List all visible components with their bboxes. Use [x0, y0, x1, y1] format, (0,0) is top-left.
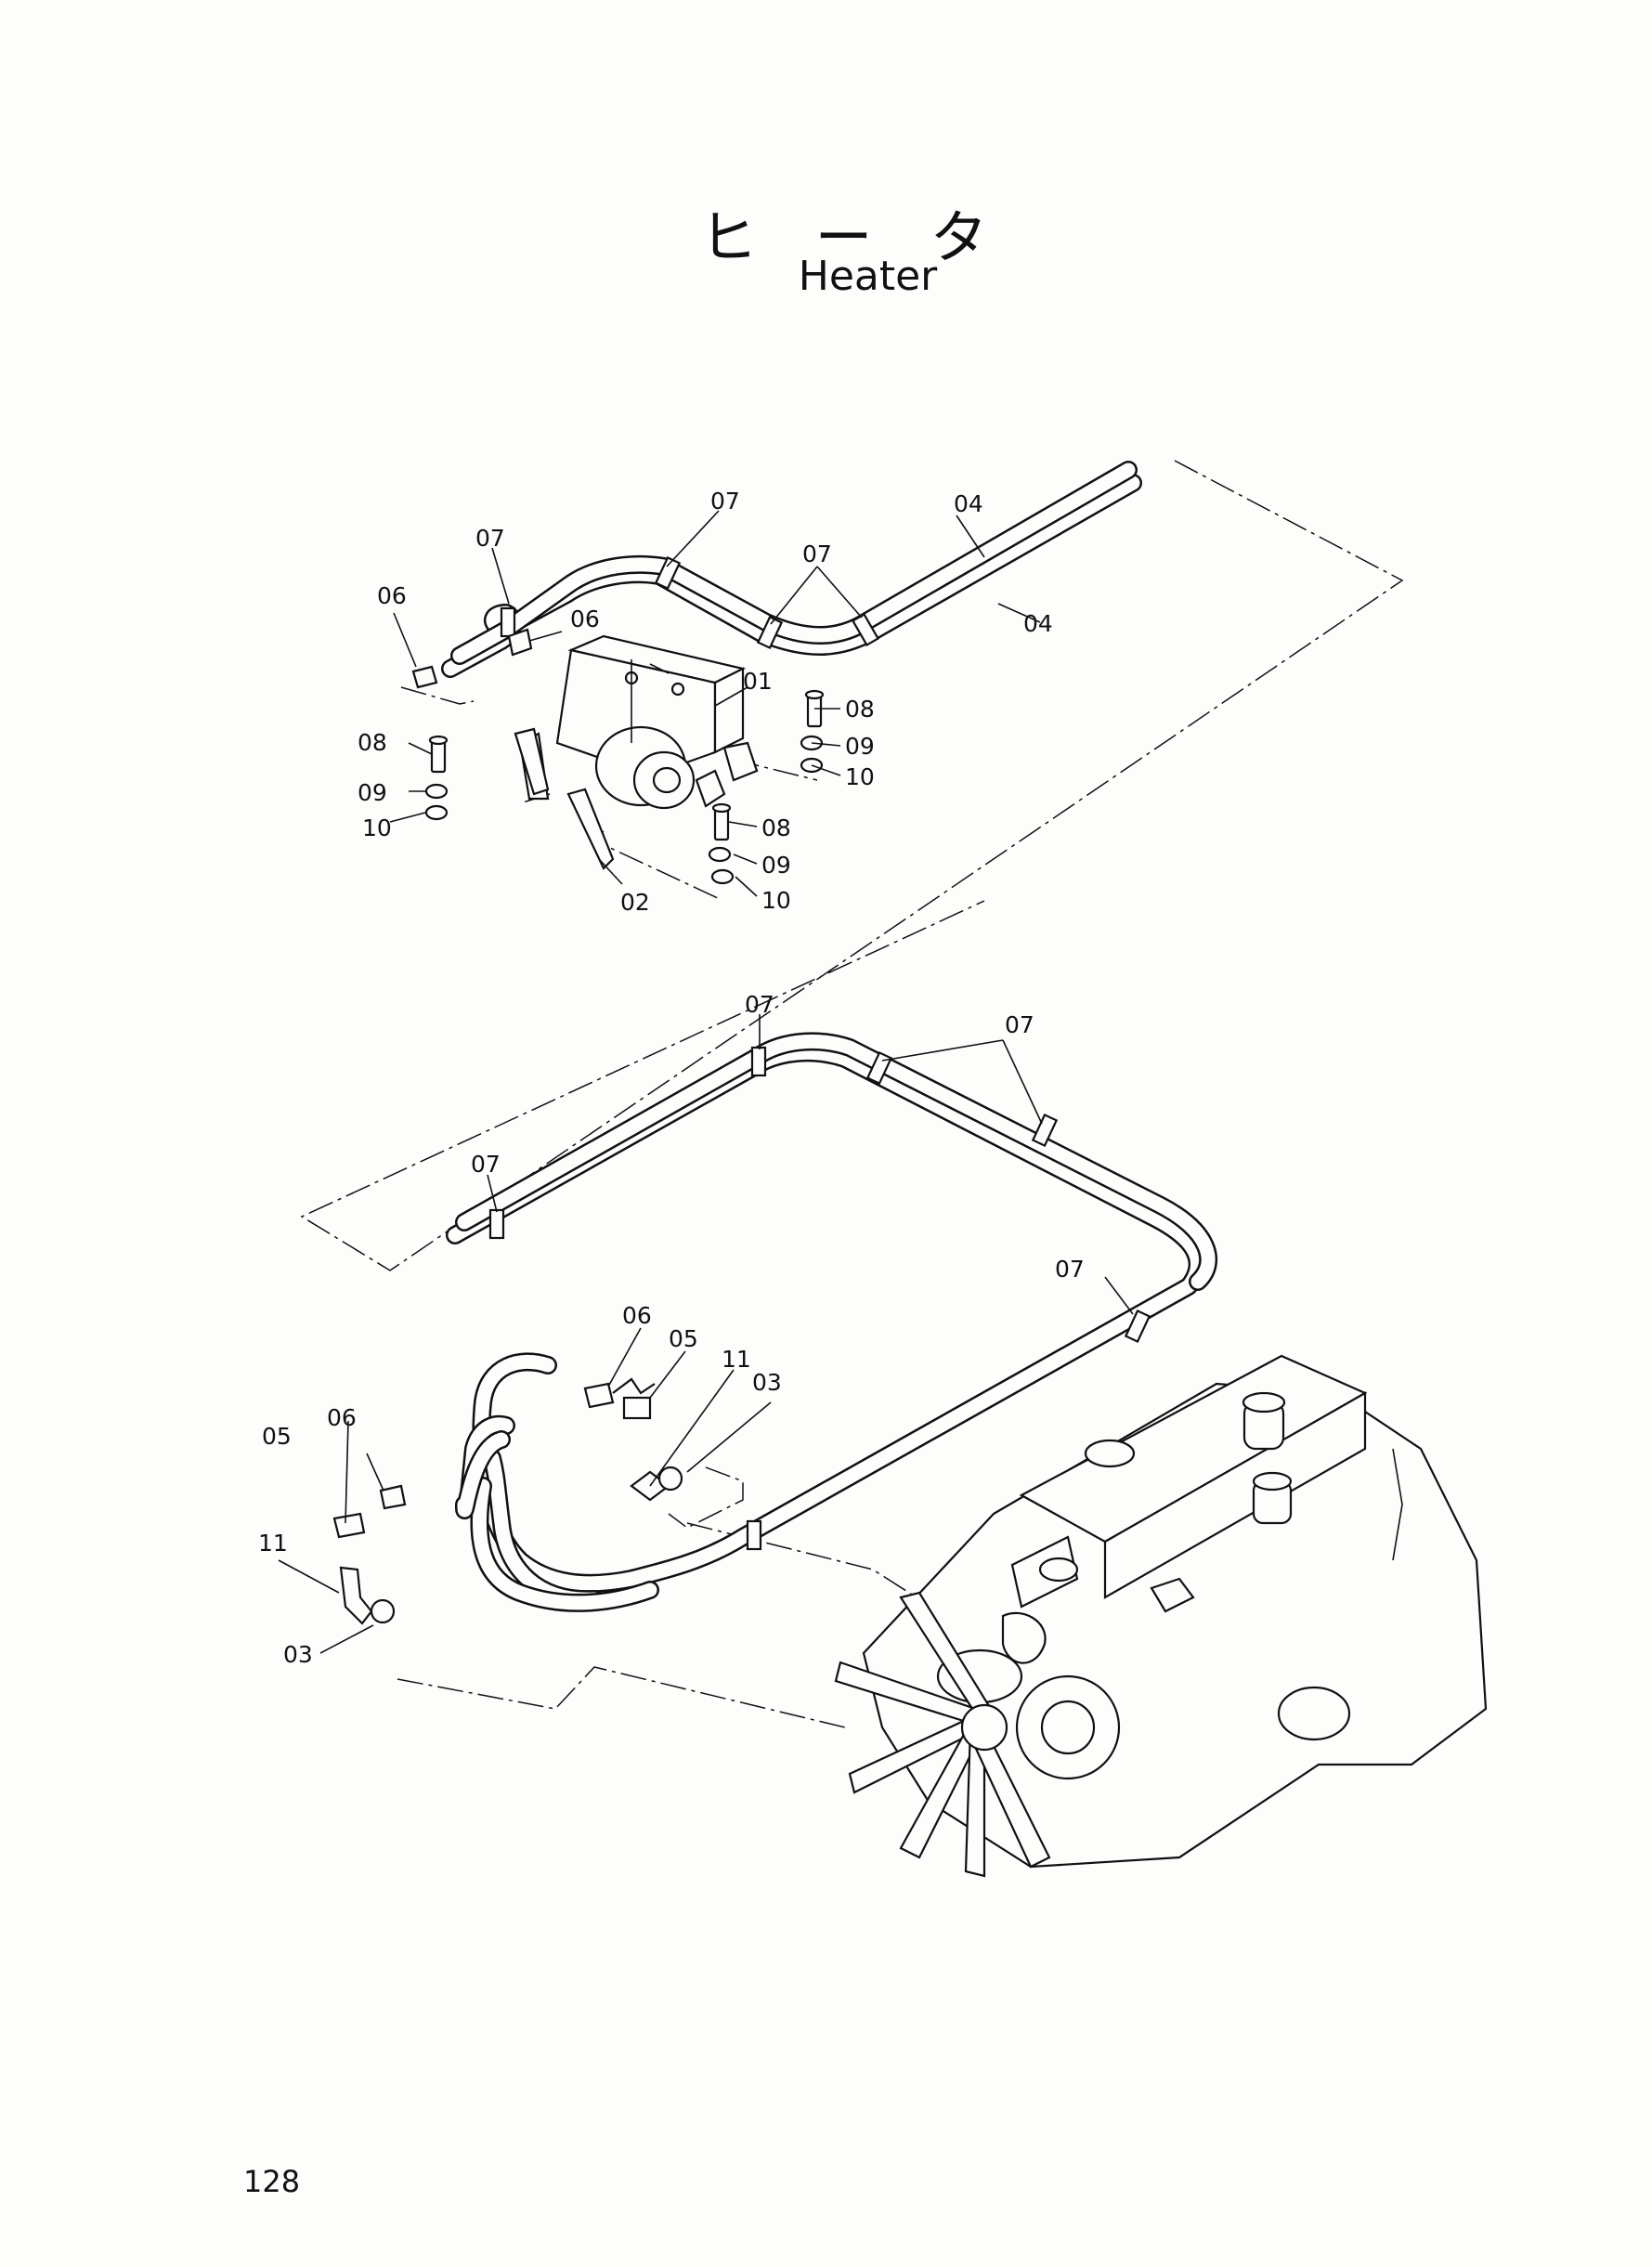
callout-03-lower-left: 03 — [283, 1641, 313, 1668]
callout-labels: 07 07 06 06 07 04 04 01 08 09 10 08 09 1… — [258, 488, 1085, 1668]
callout-09-right: 09 — [845, 733, 875, 760]
callout-01: 01 — [743, 668, 773, 695]
callout-10-center: 10 — [761, 887, 791, 914]
leader-lines — [278, 510, 1134, 1654]
page-title-japanese: ヒータ — [699, 203, 1046, 271]
callout-08-right: 08 — [845, 696, 875, 723]
callout-07-lower-corner: 07 — [1055, 1256, 1085, 1283]
bolts-and-washers — [424, 689, 825, 885]
callout-06-upper-left: 06 — [377, 582, 407, 609]
callout-08-center: 08 — [761, 814, 791, 841]
callout-09-center: 09 — [761, 852, 791, 879]
callout-07-lower-right: 07 — [1005, 1011, 1034, 1038]
callout-11-lower-left: 11 — [258, 1530, 288, 1557]
hose-clamps — [488, 555, 1151, 1551]
callout-10-right: 10 — [845, 763, 875, 790]
callout-02: 02 — [620, 889, 650, 916]
upper-heater-hoses — [441, 461, 1142, 678]
mounting-bracket — [514, 727, 615, 870]
callout-07-lower-left: 07 — [471, 1151, 501, 1178]
heater-unit — [518, 634, 759, 810]
callout-04-top: 04 — [954, 490, 983, 517]
callout-05-lower-center: 05 — [669, 1325, 698, 1352]
lower-heater-hoses — [446, 1032, 1218, 1612]
callout-06-lower-center: 06 — [622, 1302, 652, 1329]
callout-07-upper-right: 07 — [802, 541, 832, 567]
callout-10-left: 10 — [362, 814, 392, 841]
callout-04-bottom: 04 — [1023, 610, 1053, 637]
callout-07-upper-left: 07 — [475, 525, 505, 552]
callout-05-lower-left: 05 — [262, 1423, 292, 1450]
page-number: 128 — [243, 2164, 301, 2199]
page-title-english: Heater — [798, 253, 938, 300]
callout-09-left: 09 — [358, 779, 387, 806]
callout-07-upper-center: 07 — [710, 488, 740, 515]
engine-assembly — [862, 1354, 1488, 1869]
cooling-fan — [834, 1591, 1051, 1878]
callout-06-upper: 06 — [570, 606, 600, 632]
callout-11-lower-center: 11 — [722, 1346, 751, 1373]
callout-08-left: 08 — [358, 729, 387, 756]
callout-06-lower-left: 06 — [327, 1404, 357, 1431]
callout-03-lower-center: 03 — [752, 1369, 782, 1396]
callout-07-lower-top: 07 — [745, 991, 774, 1018]
